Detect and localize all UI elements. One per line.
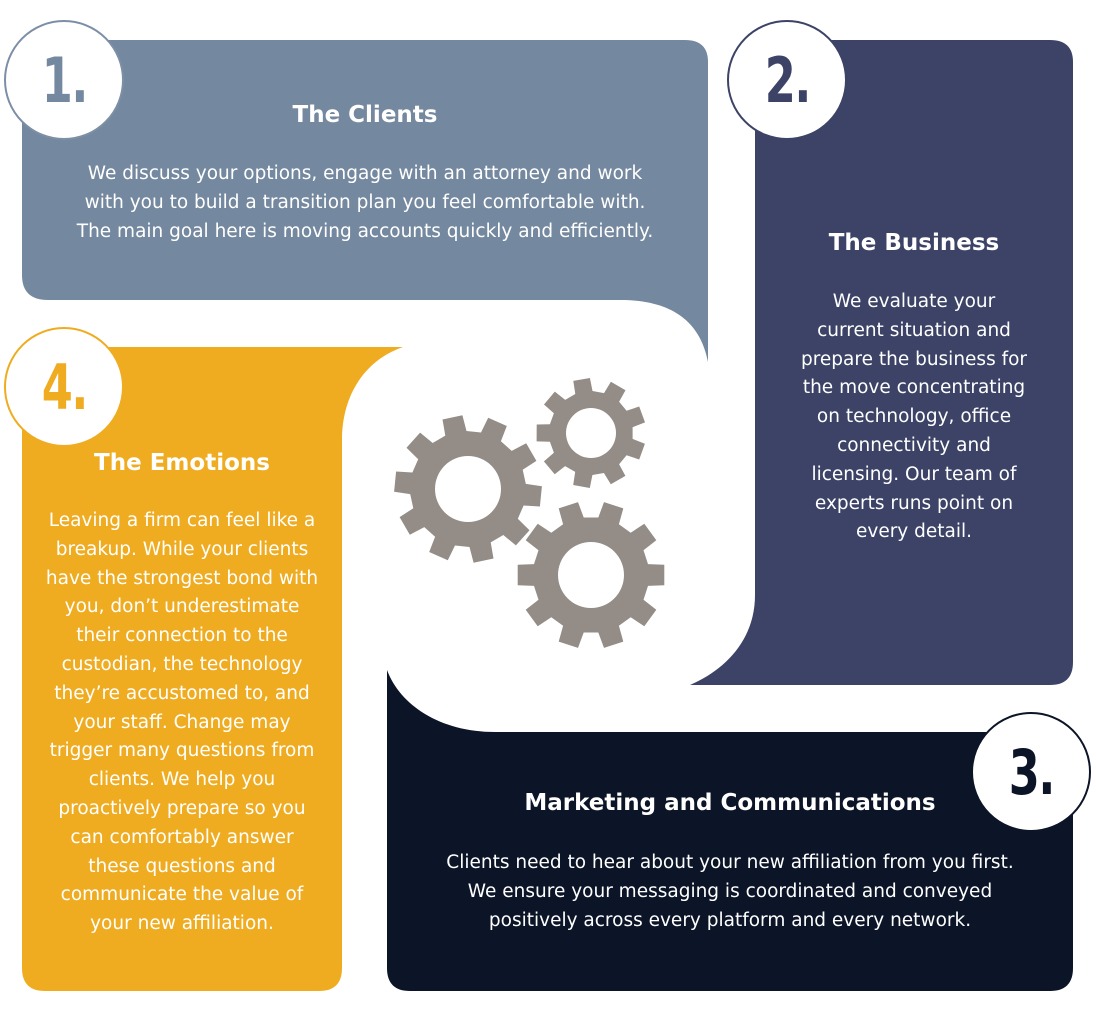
gear-hole-1 [435, 456, 501, 522]
business-body: We evaluate your current situation and p… [800, 291, 1028, 543]
business-panel [690, 40, 1073, 685]
business-title: The Business [828, 230, 1000, 256]
step-2-number: 2. [764, 43, 811, 117]
clients-panel [22, 40, 708, 362]
gears-icon [394, 378, 665, 648]
step-4-circle: 4. [4, 327, 124, 447]
clients-body: We discuss your options, engage with an … [76, 163, 654, 242]
emotions-title: The Emotions [94, 450, 270, 476]
step-1-circle: 1. [4, 20, 124, 140]
step-1-number: 1. [41, 43, 88, 117]
step-4-number: 4. [41, 350, 88, 424]
step-3-circle: 3. [971, 712, 1091, 832]
step-3-number: 3. [1008, 735, 1055, 809]
marketing-body: Clients need to hear about your new affi… [446, 852, 1014, 931]
clients-title: The Clients [292, 102, 438, 128]
emotions-body: Leaving a firm can feel like a breakup. … [45, 510, 319, 935]
gear-hole-2 [566, 408, 616, 458]
emotions-panel [22, 347, 403, 991]
marketing-title: Marketing and Communications [524, 790, 936, 816]
gear-hole-3 [558, 542, 624, 608]
marketing-panel [387, 670, 1073, 991]
step-2-circle: 2. [727, 20, 847, 140]
